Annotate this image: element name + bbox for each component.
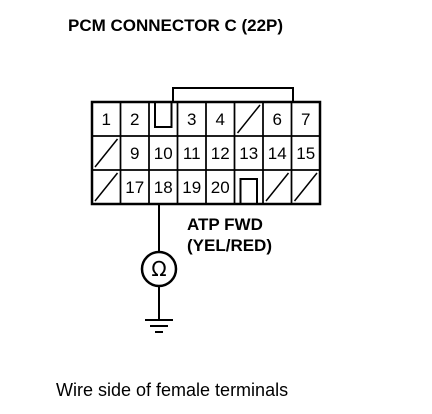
connector-latch [172,87,294,102]
unused-cavity-slash [293,172,318,202]
probe-label-line2: (YEL/RED) [187,236,272,255]
connector-title: PCM CONNECTOR C (22P) [68,16,283,35]
probe-label-line1: ATP FWD [187,215,263,234]
terminal-20-label: 20 [211,178,230,197]
unused-cavity-slash [94,172,119,202]
diagram-caption: Wire side of female terminals [56,380,288,400]
terminal-6-label: 6 [273,110,282,129]
key-cavity [233,169,264,205]
terminal-19-label: 19 [182,178,201,197]
terminal-1-label: 1 [102,110,111,129]
terminal-18-label: 18 [154,178,173,197]
unused-cavity [290,169,321,205]
terminal-10-label: 10 [154,144,173,163]
terminal-14-label: 14 [268,144,287,163]
key-notch [239,178,258,204]
unused-cavity-slash [94,138,119,168]
key-cavity [148,101,179,137]
svg-text:Ω: Ω [151,257,166,281]
ohmmeter-icon: Ω [140,250,178,288]
terminal-7-label: 7 [301,110,310,129]
terminal-3-label: 3 [187,110,196,129]
key-notch [154,102,173,128]
terminal-4-label: 4 [216,110,225,129]
terminal-9-label: 9 [130,144,139,163]
ground-icon [145,319,173,333]
terminal-11-label: 11 [183,144,201,163]
terminal-13-label: 13 [239,144,258,163]
terminal-12-label: 12 [211,144,230,163]
unused-cavity-slash [236,104,261,134]
terminal-15-label: 15 [296,144,315,163]
terminal-17-label: 17 [125,178,144,197]
unused-cavity-slash [265,172,290,202]
terminal-2-label: 2 [130,110,139,129]
